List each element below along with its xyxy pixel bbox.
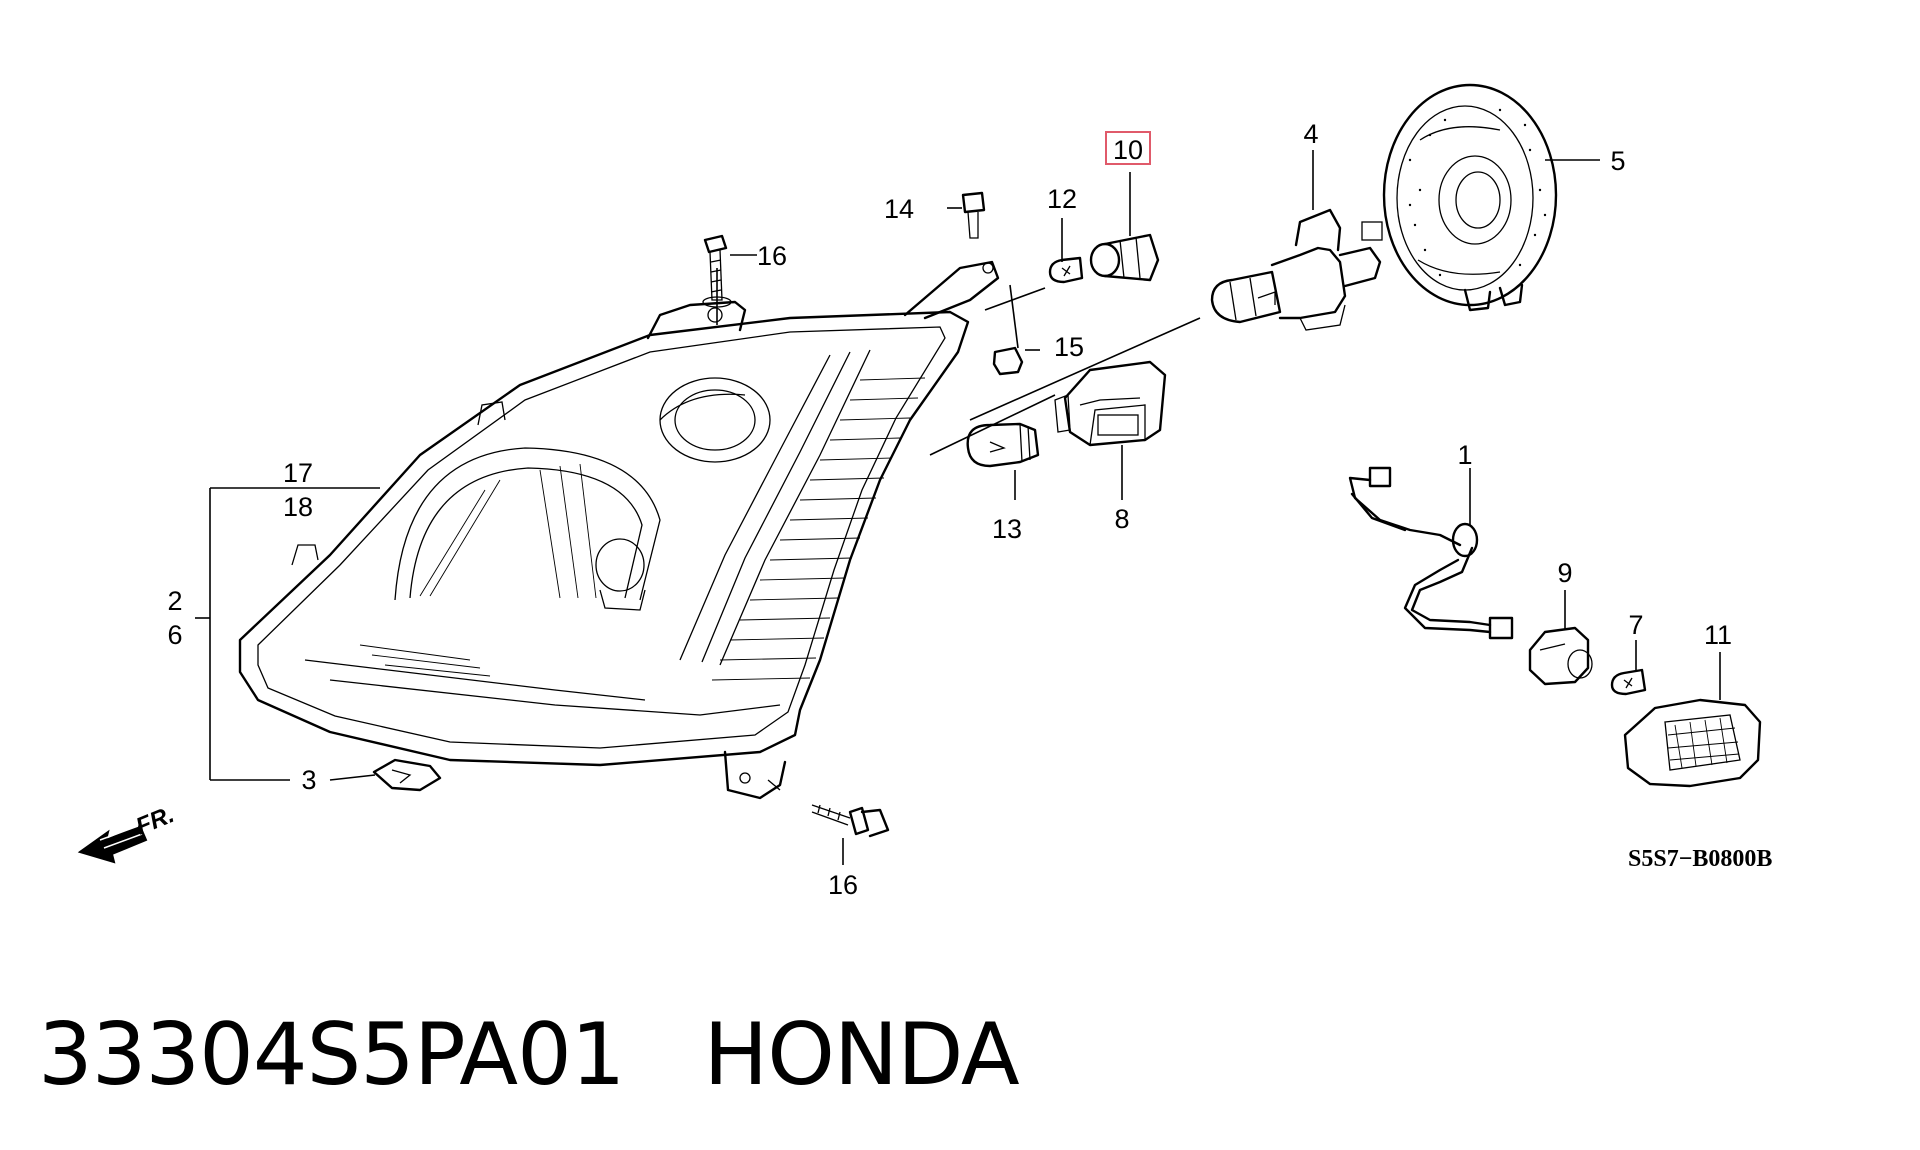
callout-2: 2 (167, 586, 182, 616)
callout-4: 4 (1303, 119, 1318, 149)
nut-15 (992, 346, 1024, 376)
callout-18: 18 (283, 492, 313, 522)
clip-3 (372, 758, 442, 792)
bulb-13 (966, 422, 1040, 468)
callout-11: 11 (1704, 620, 1732, 650)
callout-16-bottom: 16 (828, 870, 858, 900)
socket-10 (1089, 233, 1160, 282)
side-marker-11 (1623, 698, 1762, 788)
clip-14 (961, 191, 986, 239)
headlight-assembly (238, 260, 1000, 800)
wedge-bulb-12 (1048, 256, 1084, 284)
callout-15: 15 (1054, 332, 1084, 362)
lens-hatching (359, 377, 926, 681)
callout-16-top: 16 (757, 241, 787, 271)
callout-8: 8 (1114, 504, 1129, 534)
callout-6: 6 (167, 620, 182, 650)
callout-1: 1 (1457, 440, 1472, 470)
callout-14: 14 (884, 194, 914, 224)
cover-stipple (1408, 108, 1547, 277)
socket-8 (1054, 360, 1167, 447)
dust-cover-5 (1382, 83, 1558, 312)
callout-13: 13 (992, 514, 1022, 544)
wedge-bulb-7 (1610, 668, 1647, 696)
callout-numbers: 1 2 3 4 5 6 7 8 9 10 11 12 13 14 15 16 1… (167, 119, 1732, 900)
part-caption: 33304S5PA01 HONDA (38, 1005, 1020, 1105)
callout-3: 3 (301, 765, 316, 795)
halogen-bulb-4 (1210, 208, 1383, 331)
callout-10: 10 (1113, 135, 1143, 165)
part-number: 33304S5PA01 (38, 1005, 626, 1105)
socket-9 (1528, 626, 1593, 686)
highlight-box-10 (1105, 131, 1151, 165)
callout-5: 5 (1610, 146, 1625, 176)
callout-17: 17 (283, 458, 313, 488)
brand-name: HONDA (703, 1005, 1020, 1105)
leader-lines (195, 150, 1721, 865)
front-label: FR. (132, 801, 178, 841)
front-direction-arrow: FR. (77, 801, 178, 864)
callout-9: 9 (1557, 558, 1572, 588)
wire-harness-1 (1348, 466, 1514, 640)
diagram-code: S5S7−B0800B (1628, 846, 1772, 872)
callout-12: 12 (1047, 184, 1077, 214)
screw-16-bottom (811, 804, 890, 838)
callout-7: 7 (1628, 610, 1643, 640)
